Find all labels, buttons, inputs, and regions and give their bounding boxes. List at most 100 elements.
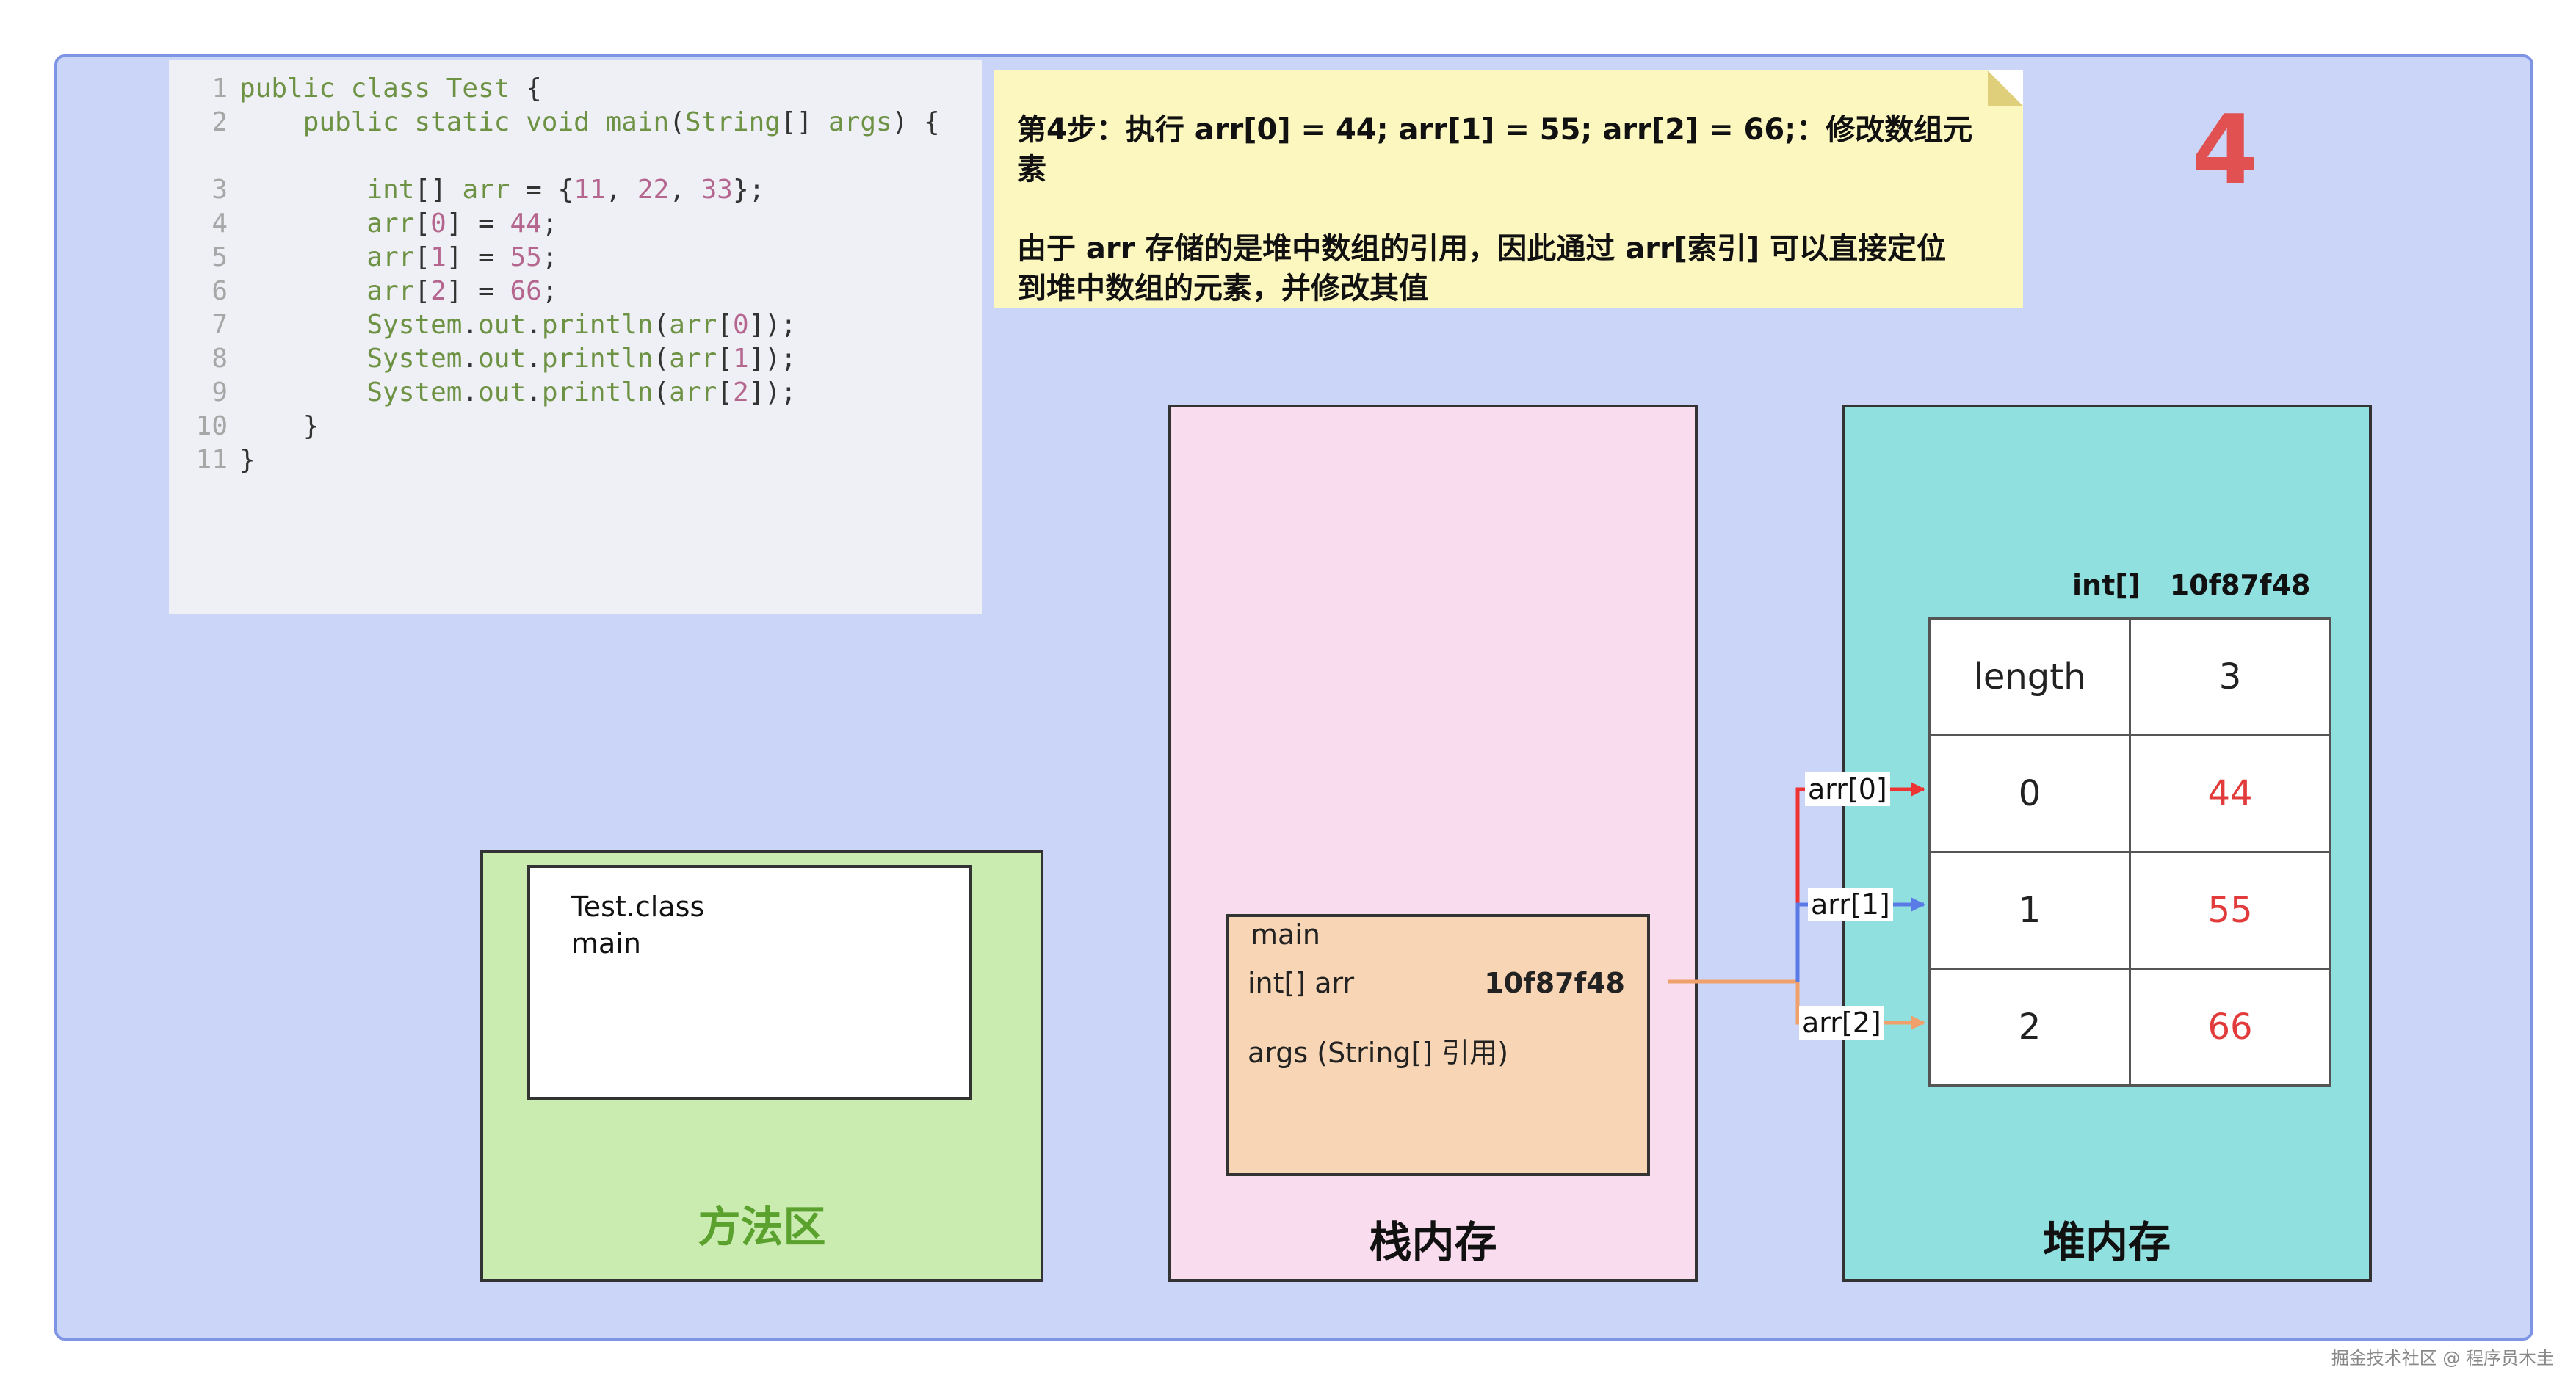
array-type: int[]: [2072, 569, 2141, 601]
code-token: 2: [732, 377, 749, 407]
arr0-arrow: [1795, 782, 1925, 982]
array-address: 10f87f48: [2169, 569, 2311, 601]
code-token: arr: [669, 377, 717, 407]
code-token: ]);: [748, 310, 797, 340]
arr0-label: arr[0]: [1805, 772, 1890, 806]
code-token: ] =: [446, 242, 510, 272]
code-token: .: [462, 310, 479, 340]
code-token: }: [239, 445, 256, 475]
code-token: String: [684, 107, 781, 137]
method-area: Test.class main 方法区: [480, 850, 1043, 1282]
array-value-cell: 66: [2129, 968, 2331, 1087]
note-body-line-1: 由于 arr 存储的是堆中数组的引用，因此通过 arr[索引] 可以直接定位: [1017, 232, 1947, 266]
class-info-box: Test.class main: [527, 865, 972, 1100]
array-value-cell: 55: [2129, 851, 2331, 970]
arr2-label: arr[2]: [1799, 1006, 1884, 1040]
code-token: 66: [510, 276, 542, 306]
code-line: 8 System.out.println(arr[1]);: [169, 342, 982, 376]
code-token: int: [239, 175, 415, 205]
code-line: 3 int[] arr = {11, 22, 33};: [169, 173, 982, 207]
line-number: 5: [211, 242, 228, 272]
array-header: int[] 10f87f48: [2072, 569, 2310, 601]
code-token: (: [653, 310, 670, 340]
code-token: println: [541, 310, 654, 340]
note-fold-corner: [1988, 70, 2023, 106]
code-token: println: [541, 377, 654, 407]
line-number: 7: [211, 310, 228, 340]
line-number: 4: [211, 209, 228, 239]
code-token: ]);: [748, 377, 797, 407]
code-token: out: [478, 310, 527, 340]
code-token: 1: [430, 242, 446, 272]
array-index-cell: 1: [1928, 851, 2131, 970]
code-token: ;: [541, 242, 558, 272]
code-token: ) {: [891, 107, 940, 137]
code-token: .: [462, 377, 479, 407]
array-value-cell: 3: [2129, 617, 2331, 736]
code-token: ] =: [446, 276, 510, 306]
line-number: 8: [211, 344, 228, 374]
step-number: 4: [2191, 94, 2259, 206]
array-index-cell: 0: [1928, 734, 2131, 853]
code-token: arr: [462, 175, 510, 205]
code-token: [: [717, 344, 733, 374]
code-token: };: [732, 175, 765, 205]
method-name: main: [571, 927, 641, 960]
code-token: [: [414, 276, 431, 306]
code-token: ,: [669, 175, 701, 205]
code-token: [: [414, 209, 431, 239]
code-token: arr: [669, 344, 717, 374]
code-token: .: [462, 344, 479, 374]
frame-name: main: [1251, 918, 1320, 951]
code-token: out: [478, 344, 527, 374]
line-number: 1: [211, 73, 228, 104]
code-token: []: [780, 107, 828, 137]
note-body-line-2: 到堆中数组的元素，并修改其值: [1017, 272, 1428, 305]
code-token: 0: [430, 209, 446, 239]
line-number: 3: [211, 175, 228, 205]
code-line: 11}: [169, 443, 982, 477]
args-variable-label: args (String[] 引用): [1248, 1037, 1509, 1069]
code-token: println: [541, 344, 654, 374]
code-line: 7 System.out.println(arr[0]);: [169, 308, 982, 342]
code-token: {: [526, 73, 542, 104]
line-number: 9: [211, 377, 228, 407]
stack-memory: main int[] arr 10f87f48 args (String[] 引…: [1168, 405, 1698, 1282]
array-value-cell: 44: [2129, 734, 2331, 853]
main-stack-frame: main int[] arr 10f87f48 args (String[] 引…: [1226, 914, 1650, 1176]
code-token: System: [239, 377, 463, 407]
code-token: 0: [732, 310, 749, 340]
code-token: out: [478, 377, 527, 407]
code-token: 11: [574, 175, 606, 205]
line-number: 2: [211, 107, 228, 137]
code-token: arr: [239, 242, 415, 272]
code-token: arr: [239, 276, 415, 306]
code-token: ]);: [748, 344, 797, 374]
code-token: = {: [510, 175, 574, 205]
code-token: ;: [541, 209, 558, 239]
code-token: ] =: [446, 209, 510, 239]
code-line: 5 arr[1] = 55;: [169, 241, 982, 275]
code-token: []: [414, 175, 463, 205]
code-token: [: [717, 310, 733, 340]
array-index-cell: length: [1928, 617, 2131, 736]
code-line: 6 arr[2] = 66;: [169, 275, 982, 308]
code-token: }: [239, 411, 319, 441]
stack-memory-title: 栈内存: [1369, 1217, 1497, 1267]
code-token: [: [414, 242, 431, 272]
code-token: public class Test: [239, 73, 527, 104]
code-token: .: [526, 310, 542, 340]
code-token: System: [239, 310, 463, 340]
code-line: 1 public class Test {: [169, 72, 982, 106]
note-title: 第4步：执行 arr[0] = 44; arr[1] = 55; arr[2] …: [1017, 113, 1973, 186]
arr1-label: arr[1]: [1808, 888, 1893, 921]
code-token: ;: [541, 276, 558, 306]
line-number: 6: [211, 276, 228, 306]
code-token: arr: [669, 310, 717, 340]
step-note: 第4步：执行 arr[0] = 44; arr[1] = 55; arr[2] …: [994, 70, 2023, 308]
